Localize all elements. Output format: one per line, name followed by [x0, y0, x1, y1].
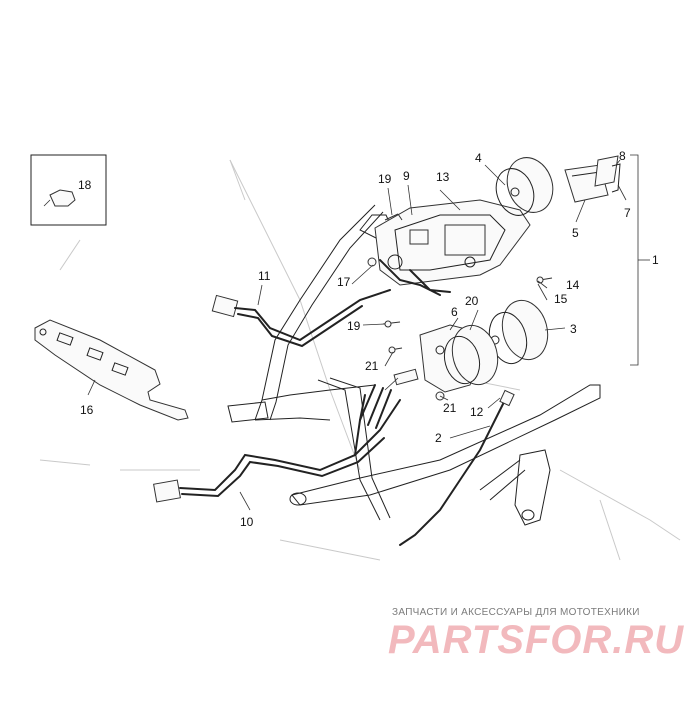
callout-4: 4 [475, 151, 482, 165]
frame-tubes [227, 204, 601, 526]
callout-21-right: 21 [443, 401, 457, 415]
callout-6: 6 [451, 305, 458, 319]
callout-9: 9 [403, 169, 410, 183]
callout-19-mid: 19 [347, 319, 361, 333]
callout-12: 12 [470, 405, 484, 419]
callout-15: 15 [554, 292, 568, 306]
callout-7: 7 [624, 206, 631, 220]
bracket-part-16 [34, 319, 189, 421]
watermark-tagline: ЗАПЧАСТИ И АКСЕССУАРЫ ДЛЯ МОТОТЕХНИКИ [392, 607, 640, 618]
callout-20: 20 [465, 294, 479, 308]
callout-14: 14 [566, 278, 580, 292]
speedo-cable-part-2 [399, 389, 515, 546]
gauge-part-3 [488, 299, 549, 365]
callout-11: 11 [258, 269, 271, 283]
callout-16: 16 [80, 403, 94, 417]
bracket-line-1 [630, 154, 650, 366]
callout-2: 2 [435, 431, 442, 445]
watermark-logo: PARTSFOR.RU [388, 618, 685, 662]
leader-lines [87, 159, 627, 511]
harness-part-10 [153, 394, 401, 503]
callout-10: 10 [240, 515, 254, 529]
callout-17: 17 [337, 275, 351, 289]
instrument-housing [374, 199, 531, 296]
callout-1: 1 [652, 253, 659, 267]
gauge-part-4 [495, 157, 554, 216]
small-fasteners [359, 213, 553, 429]
lamp-block-parts-5-7-8 [564, 155, 621, 203]
harness-part-11 [211, 289, 391, 348]
detail-box-18 [30, 154, 107, 226]
callout-3: 3 [570, 322, 577, 336]
callout-18: 18 [78, 178, 92, 192]
callout-5: 5 [572, 226, 579, 240]
callout-labels: 1 2 3 4 5 6 7 8 9 10 11 12 13 14 15 16 1… [78, 149, 659, 529]
callout-13: 13 [436, 170, 450, 184]
callout-21-left: 21 [365, 359, 379, 373]
callout-19-top: 19 [378, 172, 392, 186]
callout-8: 8 [619, 149, 626, 163]
gauge-part-20 [419, 324, 499, 393]
